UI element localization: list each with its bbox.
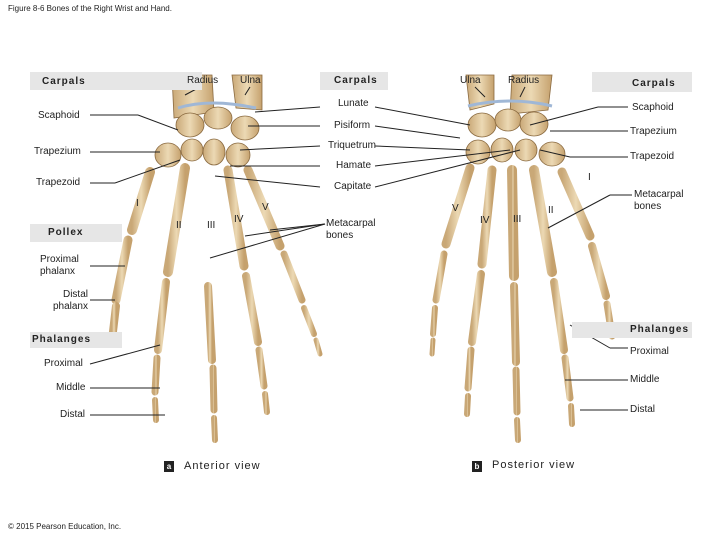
posterior-trapezium-label: Trapezium	[630, 126, 677, 137]
anterior-ulna-label: Ulna	[240, 75, 261, 86]
posterior-metacarpal-I: I	[588, 172, 591, 183]
anterior-distal-label: Distal	[60, 409, 86, 420]
anterior-metacarpal-III: III	[207, 220, 216, 231]
posterior-ulna-label: Ulna	[460, 75, 481, 86]
posterior-phalanges-header: Phalanges	[630, 324, 690, 335]
posterior-middle-label: Middle	[630, 374, 660, 385]
anterior-trapezium-label: Trapezium	[34, 146, 81, 157]
posterior-scaphoid-label: Scaphoid	[632, 102, 674, 113]
anterior-metacarpal-V: V	[262, 202, 269, 213]
posterior-metacarpal-V: V	[452, 203, 459, 214]
pollex-header-box	[30, 224, 122, 242]
anterior-phalanges-header: Phalanges	[32, 334, 92, 345]
posterior-metacarpal-III: III	[513, 214, 522, 225]
posterior-view-label: Posterior view	[492, 459, 576, 471]
distal-phalanx-label: Distal phalanx	[52, 289, 88, 312]
anterior-view-label: Anterior view	[184, 460, 261, 472]
hamate-label: Hamate	[336, 160, 372, 171]
posterior-carpals-header-box	[592, 72, 692, 92]
anterior-scaphoid-label: Scaphoid	[38, 110, 80, 121]
lunate-label: Lunate	[338, 98, 369, 109]
capitate-label: Capitate	[334, 181, 372, 192]
copyright-notice: © 2015 Pearson Education, Inc.	[8, 522, 122, 531]
anterior-metacarpal-I: I	[136, 198, 139, 209]
anterior-phalanges-header-box	[30, 332, 122, 348]
posterior-radius-label: Radius	[508, 75, 540, 86]
proximal-phalanx-label: Proximal phalanx	[40, 254, 79, 277]
posterior-metacarpal-IV: IV	[480, 215, 490, 226]
posterior-phalanges-header-box	[572, 322, 692, 338]
anterior-carpals-header: Carpals	[42, 76, 86, 87]
center-carpals-header-box	[320, 72, 388, 90]
anterior-middle-label: Middle	[56, 382, 86, 393]
anterior-trapezoid-label: Trapezoid	[36, 177, 81, 188]
posterior-trapezoid-label: Trapezoid	[630, 151, 675, 162]
center-carpals-header: Carpals	[334, 75, 378, 86]
posterior-metacarpal-bones-label: Metacarpal bones	[634, 189, 684, 212]
anterior-carpals-header-box	[30, 72, 202, 90]
posterior-proximal-label: Proximal	[630, 346, 669, 357]
triquetrum-label: Triquetrum	[328, 140, 376, 151]
center-metacarpal-bones-label: Metacarpal bones	[326, 218, 376, 241]
leader-lines	[89, 86, 632, 416]
anterior-metacarpal-IV: IV	[234, 214, 244, 225]
posterior-metacarpal-II: II	[548, 205, 554, 216]
pisiform-label: Pisiform	[334, 120, 371, 131]
anterior-metacarpal-II: II	[176, 220, 182, 231]
posterior-hand	[429, 74, 616, 443]
pollex-header: Pollex	[48, 227, 84, 238]
posterior-distal-label: Distal	[630, 404, 656, 415]
anterior-hand	[108, 74, 323, 443]
anterior-proximal-label: Proximal	[44, 358, 83, 369]
anterior-radius-label: Radius	[187, 75, 219, 86]
figure-title: Figure 8-6 Bones of the Right Wrist and …	[8, 4, 172, 13]
anterior-view-badge: a	[164, 461, 174, 472]
posterior-view-badge: b	[472, 461, 482, 472]
posterior-carpals-header: Carpals	[632, 78, 676, 89]
